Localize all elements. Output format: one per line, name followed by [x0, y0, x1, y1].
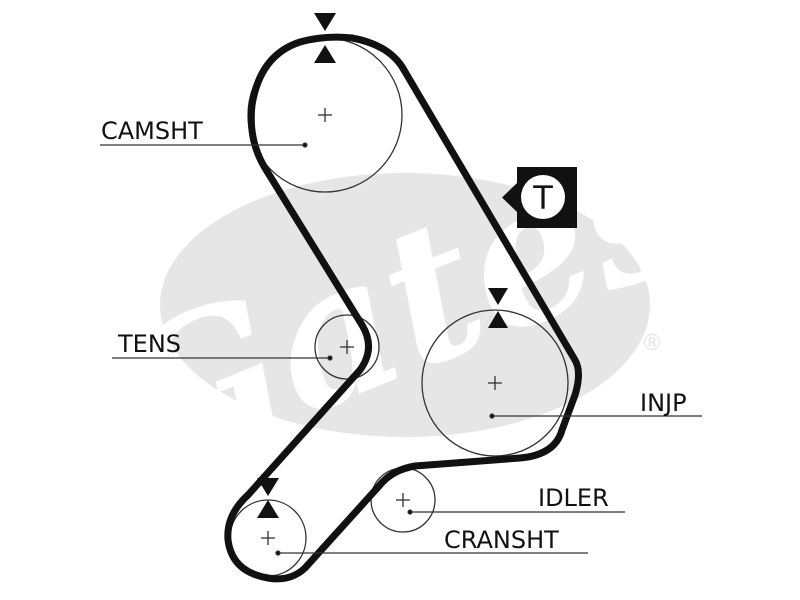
watermark-ellipse	[160, 173, 650, 437]
injection-pump-pulley	[421, 309, 569, 457]
watermark-registered-mark: ®	[641, 331, 663, 356]
watermark-brand-text: Gates	[84, 88, 725, 520]
crankshaft-center-mark	[261, 531, 275, 545]
camshaft-center-mark	[318, 108, 332, 122]
gates-watermark-logo: Gates ®	[84, 88, 725, 520]
camsht-leader-dot	[302, 142, 308, 148]
idler-center-mark	[396, 493, 410, 507]
cransht-label: CRANSHT	[444, 526, 559, 554]
injection-pump-timing-mark	[488, 288, 508, 328]
tensioner-center-mark	[340, 340, 354, 354]
injection-pump-center-mark	[488, 376, 502, 390]
tens-leader-dot	[327, 355, 333, 361]
tension-badge: T	[502, 167, 577, 228]
injp-label: INJP	[640, 389, 687, 417]
tension-badge-circle	[521, 175, 565, 219]
tens-label: TENS	[117, 330, 181, 358]
crankshaft-timing-mark	[257, 478, 279, 518]
idler-leader-dot	[407, 509, 413, 515]
cransht-leader-dot	[275, 550, 281, 556]
tension-badge-letter: T	[532, 179, 553, 217]
timing-belt	[224, 33, 582, 583]
camshaft-timing-mark	[314, 13, 336, 63]
tensioner-pulley	[314, 314, 380, 380]
injp-leader-dot	[489, 413, 495, 419]
camsht-label: CAMSHT	[101, 117, 203, 145]
idler-label: IDLER	[538, 484, 609, 512]
